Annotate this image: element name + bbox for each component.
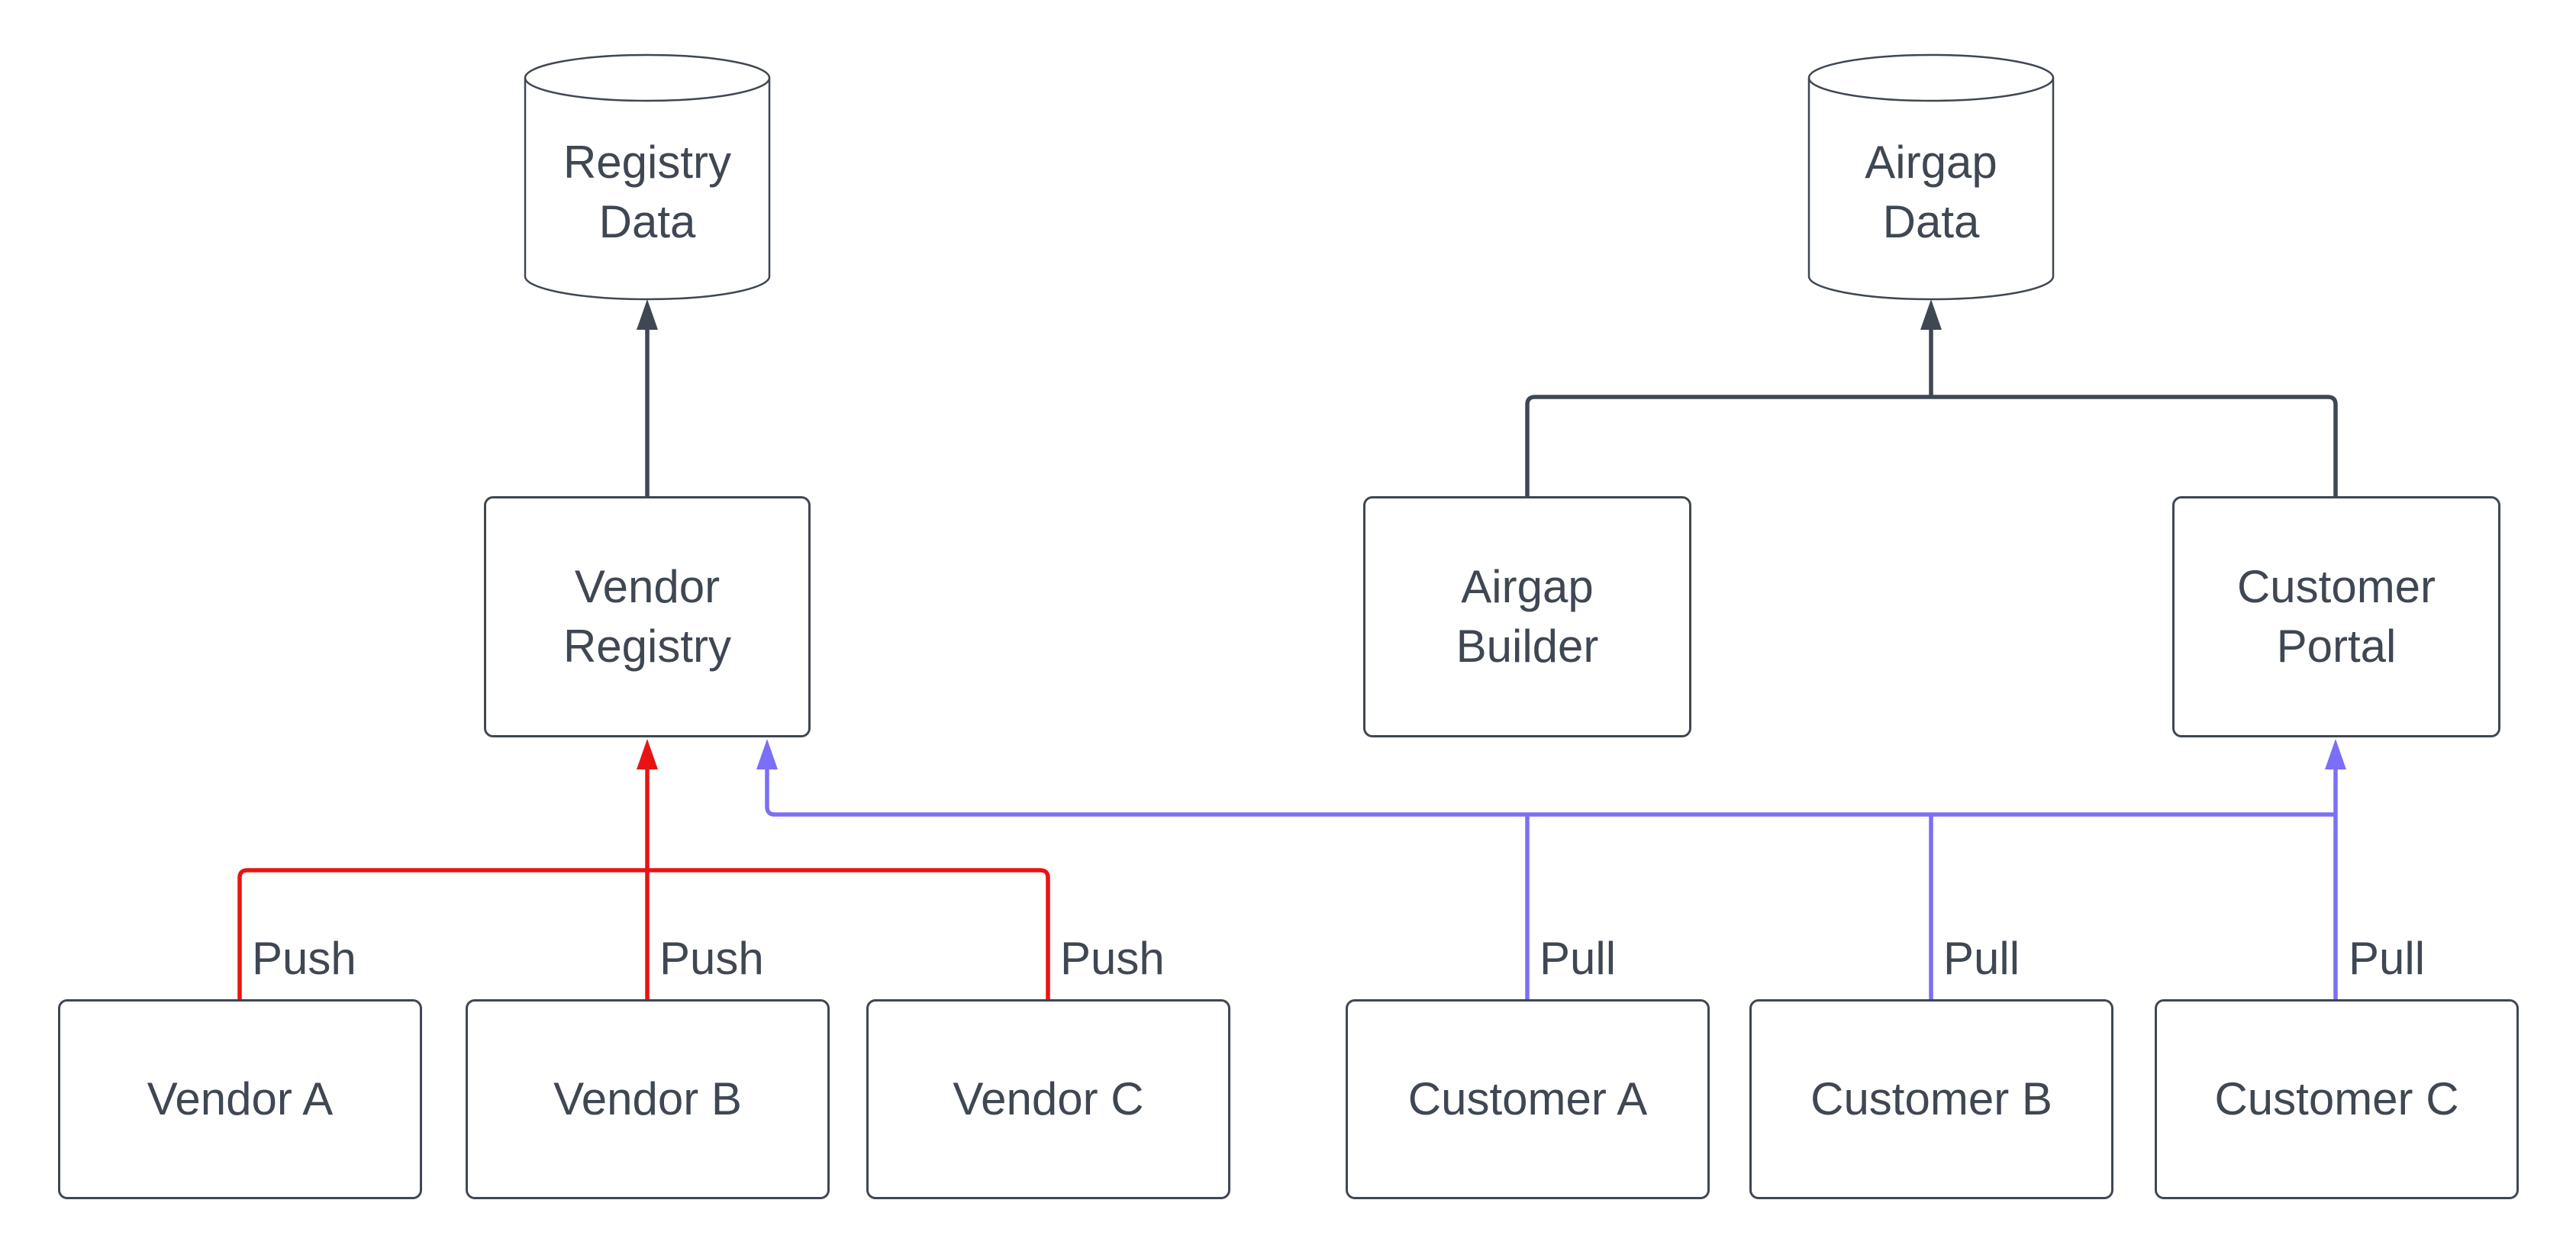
edge-label-pull-customer-b: Pull bbox=[1943, 933, 2020, 984]
customer-a-label: Customer A bbox=[1407, 1073, 1648, 1124]
edge-pull-bus[interactable] bbox=[765, 768, 2336, 817]
arrowhead-registry-data bbox=[637, 299, 658, 330]
edge-label-pull-customer-c: Pull bbox=[2349, 933, 2426, 984]
node-vendor-a[interactable]: Vendor A bbox=[58, 999, 422, 1199]
customer-portal-line2: Portal bbox=[2276, 621, 2397, 672]
node-airgap-builder[interactable]: Airgap Builder bbox=[1363, 496, 1691, 737]
edge-label-push-vendor-b: Push bbox=[659, 933, 764, 984]
arrowhead-pull-vendor-registry bbox=[756, 739, 778, 769]
airgap-builder-line1: Airgap bbox=[1461, 561, 1594, 612]
cylinder-registry-data[interactable] bbox=[524, 53, 771, 301]
node-vendor-b[interactable]: Vendor B bbox=[466, 999, 830, 1199]
node-customer-c[interactable]: Customer C bbox=[2155, 999, 2519, 1199]
edge-push-horizontal[interactable] bbox=[237, 868, 1050, 999]
vendor-registry-line1: Vendor bbox=[574, 561, 721, 612]
airgap-data-line2: Data bbox=[1882, 196, 1980, 247]
airgap-data-label: Airgap Data bbox=[1809, 101, 2053, 284]
arrowhead-push-vendor-registry bbox=[637, 739, 658, 769]
edge-label-pull-customer-a: Pull bbox=[1539, 933, 1617, 984]
registry-data-line1: Registry bbox=[563, 137, 732, 188]
node-vendor-c[interactable]: Vendor C bbox=[866, 999, 1230, 1199]
registry-data-label: Registry Data bbox=[525, 101, 769, 284]
node-customer-portal[interactable]: Customer Portal bbox=[2172, 496, 2500, 737]
node-customer-b[interactable]: Customer B bbox=[1749, 999, 2113, 1199]
airgap-builder-line2: Builder bbox=[1456, 621, 1599, 672]
registry-data-line2: Data bbox=[598, 196, 696, 247]
vendor-registry-line2: Registry bbox=[563, 621, 732, 672]
cylinder-airgap-data[interactable] bbox=[1807, 53, 2055, 301]
vendor-a-label: Vendor A bbox=[147, 1073, 334, 1124]
arrowhead-airgap-data bbox=[1920, 299, 1942, 330]
edge-label-push-vendor-c: Push bbox=[1060, 933, 1165, 984]
edge-label-push-vendor-a: Push bbox=[252, 933, 356, 984]
customer-b-label: Customer B bbox=[1810, 1073, 2052, 1124]
edge-airgap-builder-customer-portal[interactable] bbox=[1525, 395, 2338, 496]
vendor-c-label: Vendor C bbox=[953, 1073, 1144, 1124]
node-customer-a[interactable]: Customer A bbox=[1346, 999, 1710, 1199]
arrowhead-pull-customer-portal bbox=[2325, 739, 2346, 769]
vendor-b-label: Vendor B bbox=[553, 1073, 742, 1124]
customer-c-label: Customer C bbox=[2214, 1073, 2459, 1124]
airgap-data-line1: Airgap bbox=[1865, 137, 1997, 188]
customer-portal-line1: Customer bbox=[2236, 561, 2436, 612]
node-vendor-registry[interactable]: Vendor Registry bbox=[484, 496, 811, 737]
